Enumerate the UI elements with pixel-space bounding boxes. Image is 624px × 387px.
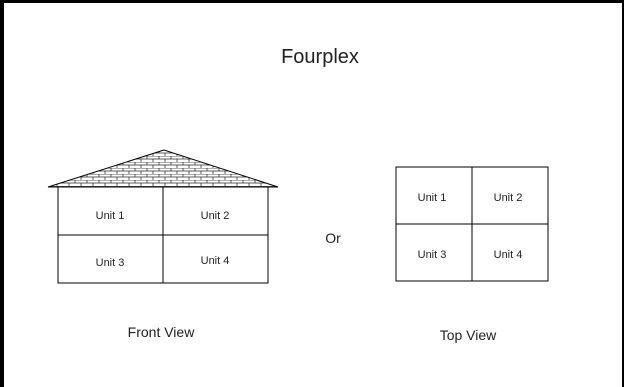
front-unit-4-label: Unit 4 bbox=[201, 255, 230, 267]
or-label: Or bbox=[325, 230, 341, 246]
top-unit-1-label: Unit 1 bbox=[418, 192, 447, 204]
diagram-title: Fourplex bbox=[281, 46, 359, 68]
front-view-building bbox=[57, 186, 269, 284]
top-view-caption: Top View bbox=[440, 327, 497, 343]
top-unit-3-label: Unit 3 bbox=[418, 249, 447, 261]
top-view-grid bbox=[395, 166, 549, 282]
front-view-roof bbox=[47, 149, 279, 188]
front-unit-1-label: Unit 1 bbox=[96, 210, 125, 222]
front-unit-2-label: Unit 2 bbox=[201, 210, 230, 222]
top-unit-2-label: Unit 2 bbox=[494, 192, 523, 204]
top-unit-4-label: Unit 4 bbox=[494, 249, 523, 261]
front-view-caption: Front View bbox=[128, 324, 196, 340]
front-unit-3-label: Unit 3 bbox=[96, 257, 125, 269]
